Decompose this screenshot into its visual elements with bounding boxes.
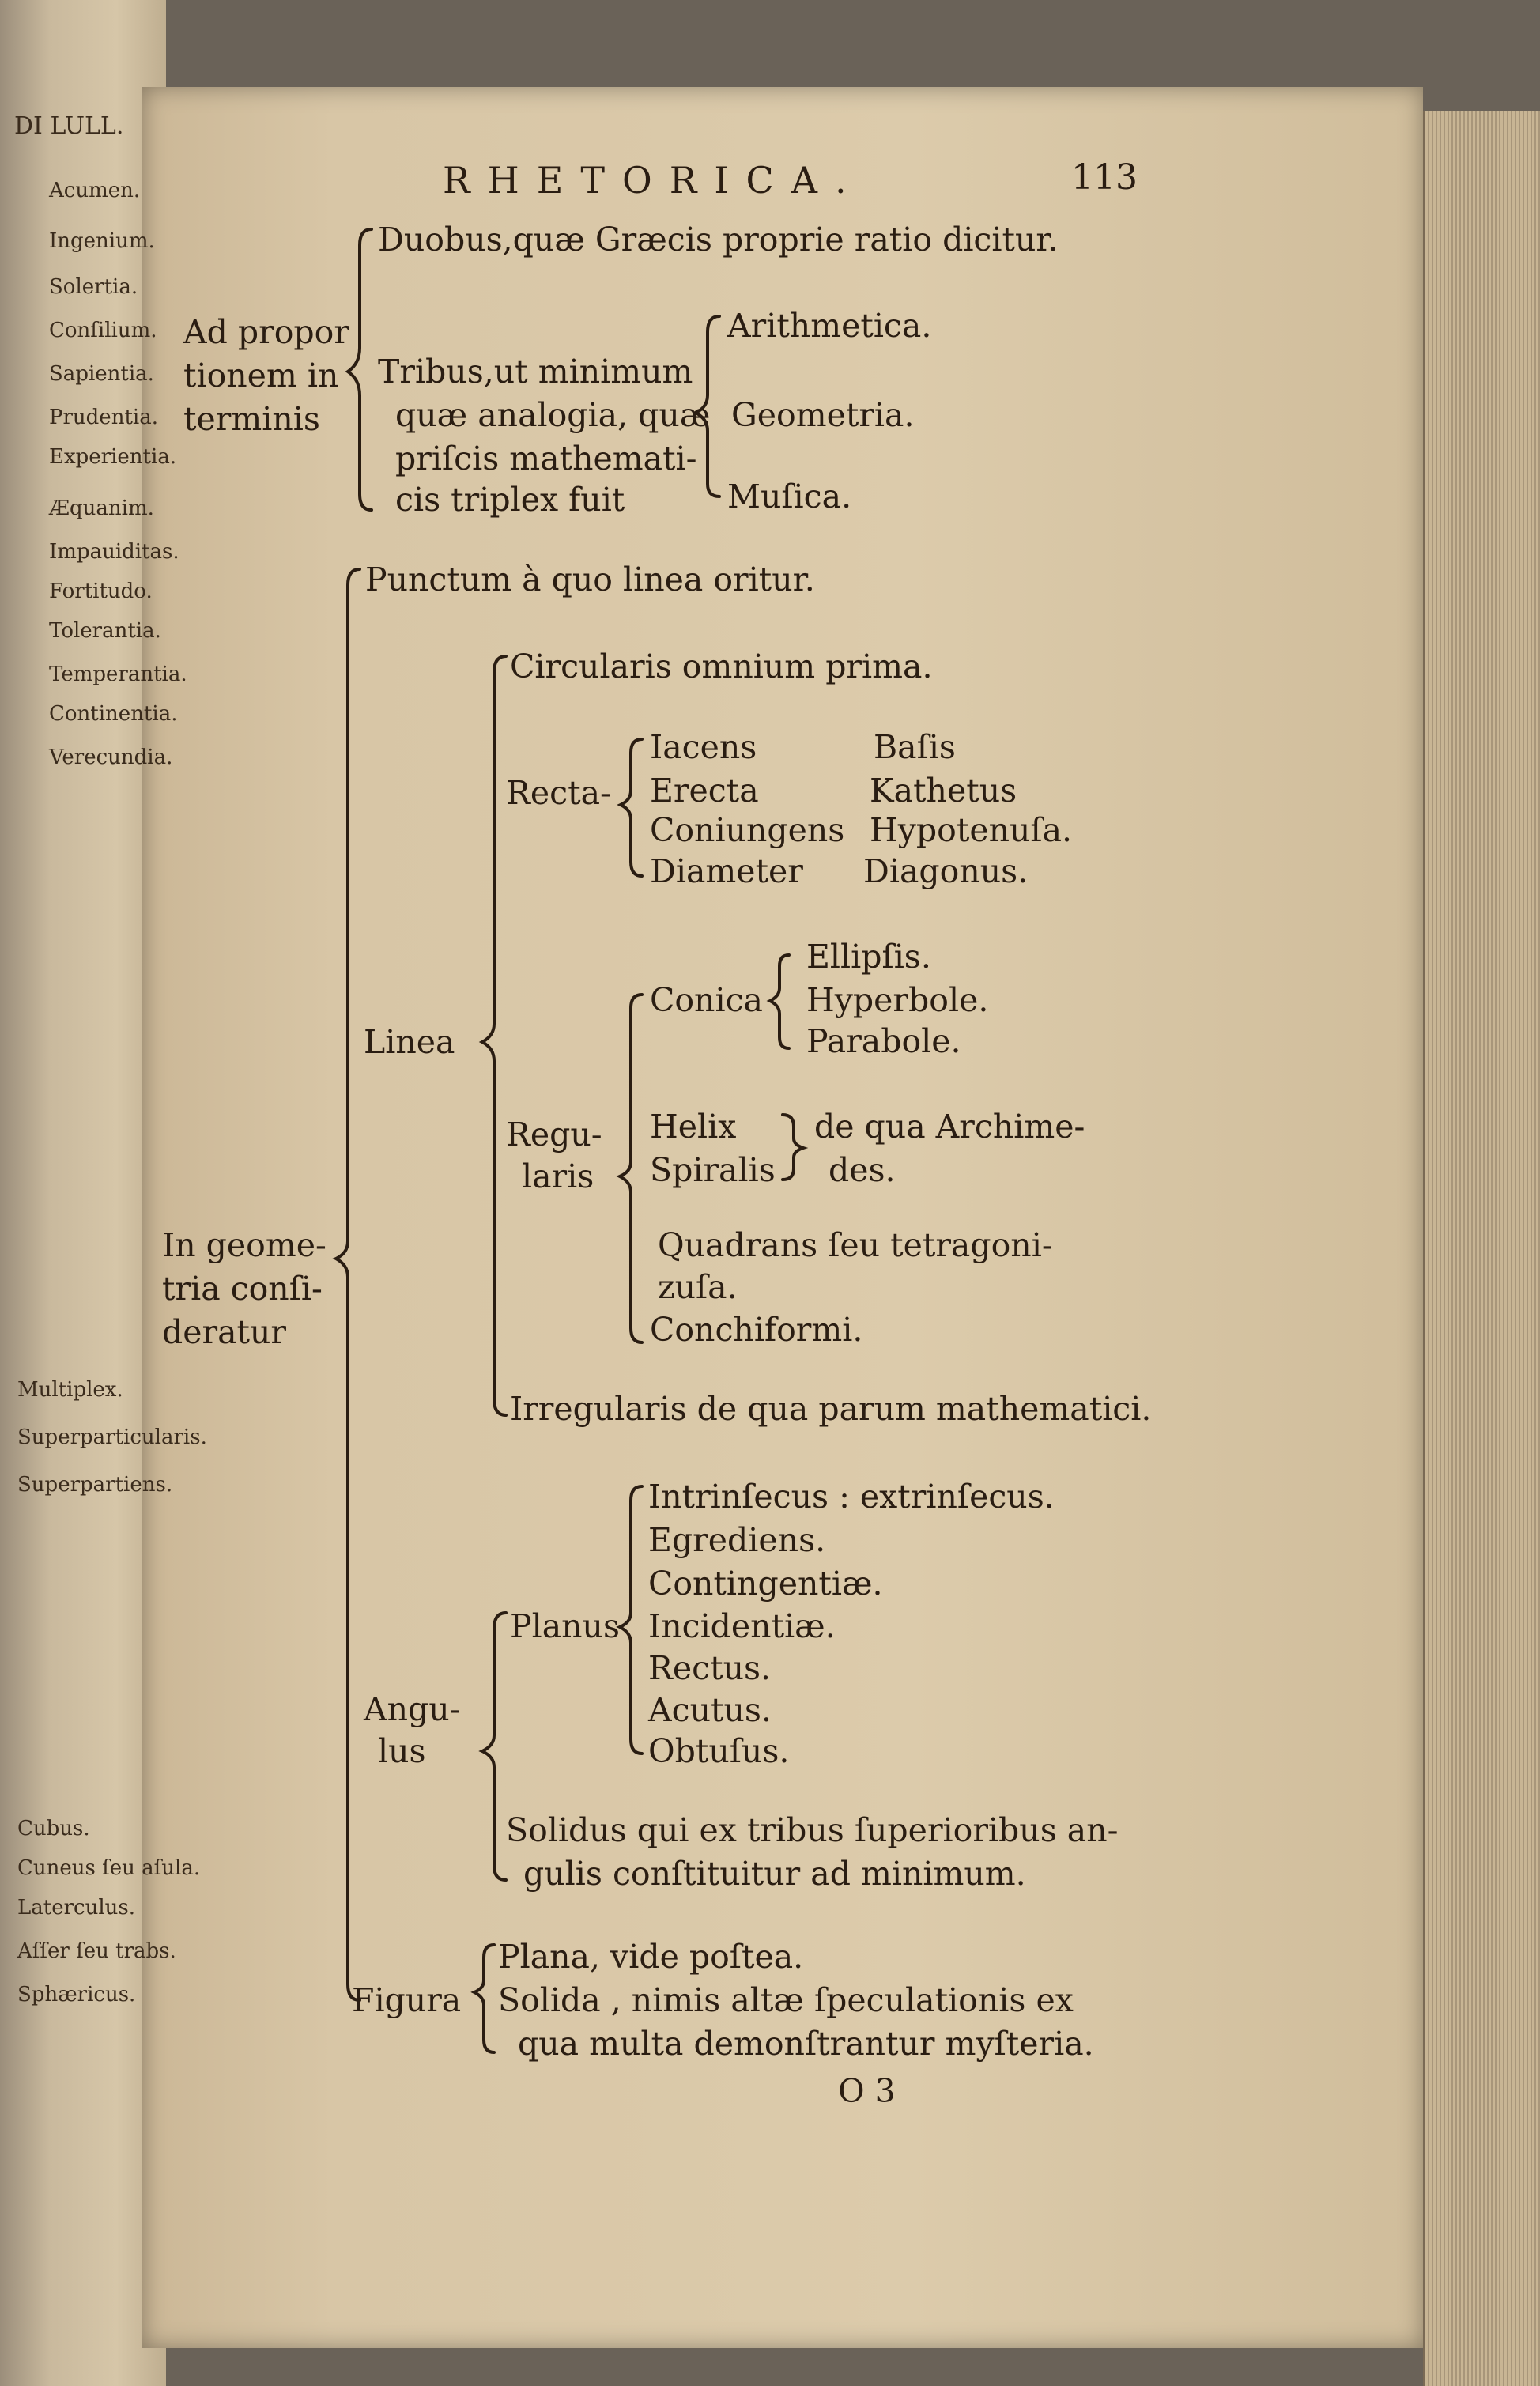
brace-proportion [345,228,373,512]
margin-fragment: Tolerantia. [49,619,161,643]
recta-right-item: Diagonus. [863,852,1029,890]
margin-fragment: Conſilium. [49,319,157,342]
recta-left-item: Coniungens [650,811,845,849]
signature-mark: O 3 [838,2072,896,2110]
margin-fragment: DI LULL. [14,112,124,140]
margin-fragment: Sapientia. [49,362,154,386]
margin-fragment: Solertia. [49,275,138,299]
margin-fragment: Verecundia. [49,746,173,769]
solidus-line-2: gulis conſtituitur ad minimum. [523,1855,1026,1893]
brace-planus [616,1485,644,1755]
brace-geometry [332,568,361,2002]
figura-label: Figura [352,1981,462,2019]
angulus-label-1: Angu- [364,1690,461,1728]
planus-item: Contingentiæ. [648,1565,883,1603]
proportion-label-3: terminis [183,400,320,438]
quadrans-line-1: Quadrans ſeu tetragoni- [658,1226,1053,1264]
regularis-label-1: Regu- [506,1116,602,1153]
recta-left-item: Diameter [650,852,803,890]
margin-fragment: Ingenium. [49,229,155,253]
margin-fragment: Superpartiens. [17,1473,173,1497]
page-edges [1423,111,1540,2386]
regularis-label-2: laris [522,1157,594,1195]
tribus-line-1: Tribus,ut minimum [378,353,693,391]
solidus-line-1: Solidus qui ex tribus ſuperioribus an- [506,1811,1119,1849]
left-page-edge [0,0,166,2386]
ratio-entry: Duobus,quæ Græcis proprie ratio dicitur. [378,221,1059,259]
figura-item: Plana, vide poſtea. [498,1938,804,1976]
geometry-label-1: In geome- [162,1226,326,1264]
brace-angulus [478,1611,508,1882]
margin-fragment: Cubus. [17,1817,90,1840]
figura-item: Solida , nimis altæ ſpeculationis ex [498,1981,1074,2019]
quadrans-line-2: zuſa. [658,1268,738,1306]
margin-fragment: Impauiditas. [49,540,179,564]
figura-item: qua multa demonſtrantur myſteria. [518,2025,1094,2063]
geometry-label-3: deratur [162,1313,287,1351]
recta-right-item: Kathetus [870,772,1017,810]
brace-kinds [692,315,721,498]
margin-fragment: Superparticularis. [17,1425,207,1449]
recta-left-item: Erecta [650,772,759,810]
recta-right-item: Baſis [874,728,956,766]
planus-item: Incidentiæ. [648,1607,836,1645]
brace-regularis [616,993,644,1344]
planus-item: Obtuſus. [648,1732,790,1770]
tribus-line-4: cis triplex fuit [395,481,625,519]
margin-fragment: Continentia. [49,702,178,726]
running-head: RHETORICA. [443,159,864,202]
proportion-label-2: tionem in [183,357,339,395]
conica-item: Ellipſis. [806,938,931,976]
margin-fragment: Aſſer ſeu trabs. [17,1939,176,1963]
recta-right-item: Hypotenuſa. [870,811,1073,849]
margin-fragment: Temperantia. [49,663,187,686]
kind-arithmetica: Arithmetica. [727,307,932,345]
planus-item: Acutus. [648,1691,772,1729]
margin-fragment: Experientia. [49,445,177,469]
margin-fragment: Cuneus ſeu aſula. [17,1856,201,1880]
margin-fragment: Acumen. [49,179,141,202]
planus-item: Intrinſecus : extrinſecus. [648,1478,1055,1516]
irregularis-entry: Irregularis de qua parum mathematici. [510,1390,1152,1428]
linea-label: Linea [364,1023,455,1061]
brace-conica [766,953,791,1050]
page-number: 113 [1071,157,1138,198]
margin-fragment: Multiplex. [17,1378,123,1402]
conica-item: Parabole. [806,1022,961,1060]
recta-label: Recta- [506,774,611,812]
planus-item: Egrediens. [648,1521,826,1559]
brace-linea [478,655,508,1417]
recta-left-item: Iacens [650,728,757,766]
margin-fragment: Prudentia. [49,406,158,429]
conchiformi-entry: Conchiformi. [650,1311,863,1349]
planus-item: Rectus. [648,1649,772,1687]
brace-figura [470,1943,496,2054]
tribus-line-2: quæ analogia, quæ [395,396,711,434]
angulus-label-2: lus [378,1732,426,1770]
conica-label: Conica [650,981,763,1019]
tribus-line-3: priſcis mathemati- [395,440,697,478]
margin-fragment: Laterculus. [17,1896,136,1920]
kind-musica: Muſica. [727,478,852,515]
proportion-label-1: Ad propor [183,313,349,351]
spiralis-entry: Spiralis [650,1151,776,1189]
planus-label: Planus [510,1607,620,1645]
punctum-entry: Punctum à quo linea oritur. [365,561,815,598]
geometry-label-2: tria conſi- [162,1270,323,1308]
archimedes-line-2: des. [829,1151,896,1189]
brace-helix [781,1113,809,1181]
conica-item: Hyperbole. [806,981,989,1019]
margin-fragment: Æquanim. [49,496,154,520]
margin-fragment: Sphæricus. [17,1983,136,2007]
brace-recta [617,738,644,878]
page-leaf [142,87,1423,2348]
margin-fragment: Fortitudo. [49,580,153,603]
circularis-entry: Circularis omnium prima. [510,647,933,685]
archimedes-line-1: de qua Archime- [814,1108,1085,1146]
kind-geometria: Geometria. [731,396,915,434]
helix-entry: Helix [650,1108,737,1146]
